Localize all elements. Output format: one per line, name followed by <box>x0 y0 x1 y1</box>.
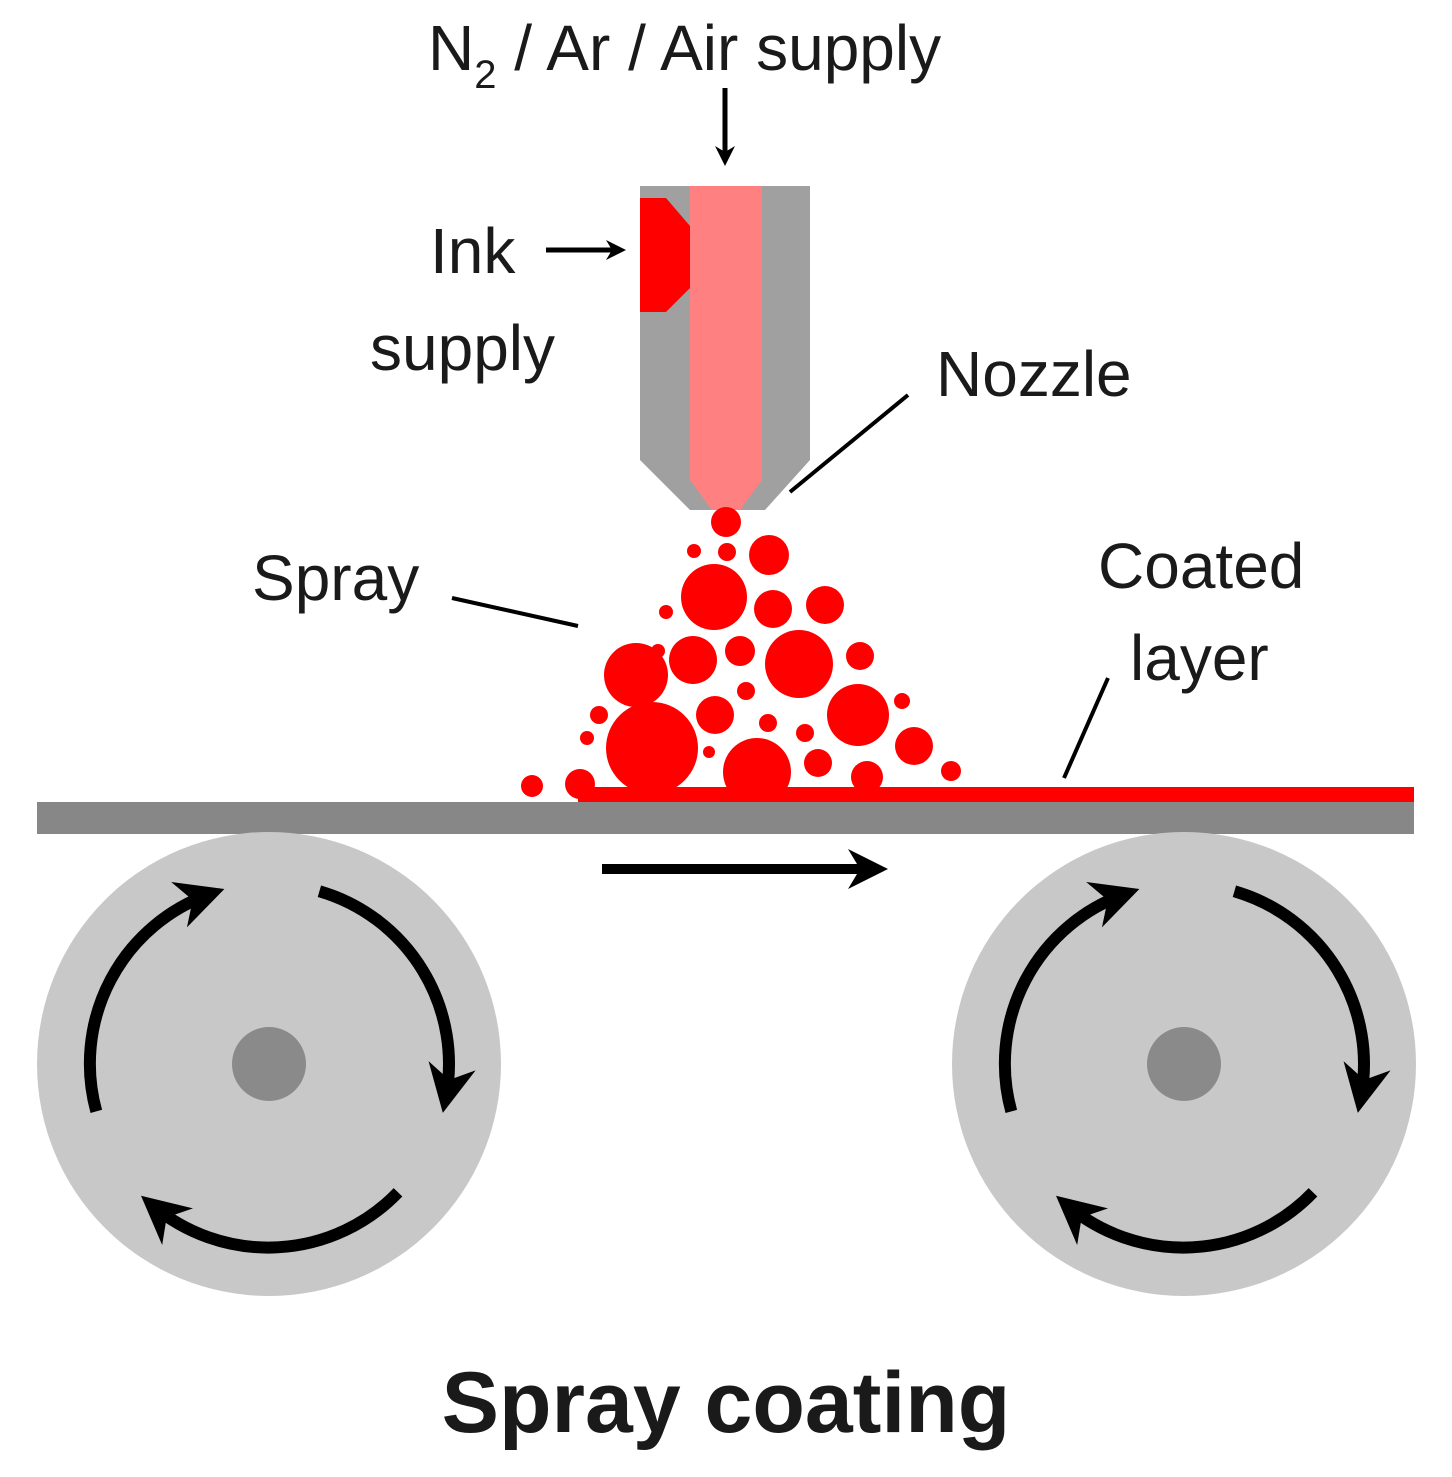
nozzle-leader-line <box>788 393 910 494</box>
right-roller <box>952 832 1416 1296</box>
ink-supply-label-line1: Ink <box>430 215 516 287</box>
spray-droplets <box>521 507 961 806</box>
gas-supply-main: N <box>428 12 474 84</box>
coated-layer-label-line2: layer <box>1130 622 1269 694</box>
droplet <box>669 636 717 684</box>
gas-channel <box>690 186 762 510</box>
spray-leader-line <box>451 596 579 628</box>
droplet <box>754 590 792 628</box>
droplet <box>895 727 933 765</box>
droplet <box>687 544 701 558</box>
rotation-arrows-icon <box>83 882 476 1254</box>
coated-layer <box>578 787 1414 802</box>
droplet <box>894 693 910 709</box>
droplet <box>580 731 594 745</box>
droplet <box>737 682 755 700</box>
ink-reservoir <box>640 198 690 312</box>
droplet <box>696 696 734 734</box>
droplet <box>851 761 883 793</box>
droplet <box>590 706 608 724</box>
droplet <box>604 643 668 707</box>
droplet <box>765 630 833 698</box>
droplet <box>827 684 889 746</box>
coated-layer-label-line1: Coated <box>1098 530 1304 602</box>
droplet <box>806 586 844 624</box>
droplet <box>749 535 789 575</box>
gas-supply-rest: / Ar / Air supply <box>496 12 941 84</box>
droplet <box>703 746 715 758</box>
droplet <box>796 724 814 742</box>
gas-supply-label: N2 / Ar / Air supply <box>428 12 941 97</box>
nozzle-label: Nozzle <box>936 338 1132 410</box>
roller-hub <box>1147 1027 1221 1101</box>
droplet <box>941 761 961 781</box>
substrate <box>37 802 1414 834</box>
roller-hub <box>232 1027 306 1101</box>
droplet <box>725 636 755 666</box>
left-roller <box>37 832 501 1296</box>
droplet <box>718 543 736 561</box>
gas-supply-subscript: 2 <box>474 53 496 97</box>
droplet <box>521 775 543 797</box>
coated-layer-leader-line <box>1062 677 1110 779</box>
nozzle <box>640 186 810 510</box>
rotation-arrows-icon <box>998 882 1391 1254</box>
droplet <box>659 605 673 619</box>
droplet <box>846 642 874 670</box>
spray-label: Spray <box>252 542 419 614</box>
droplet <box>606 702 698 794</box>
ink-supply-label-line2: supply <box>370 312 555 384</box>
droplet <box>759 714 777 732</box>
droplet <box>711 507 741 537</box>
diagram-title: Spray coating <box>442 1355 1011 1451</box>
droplet <box>804 749 832 777</box>
droplet <box>681 564 747 630</box>
